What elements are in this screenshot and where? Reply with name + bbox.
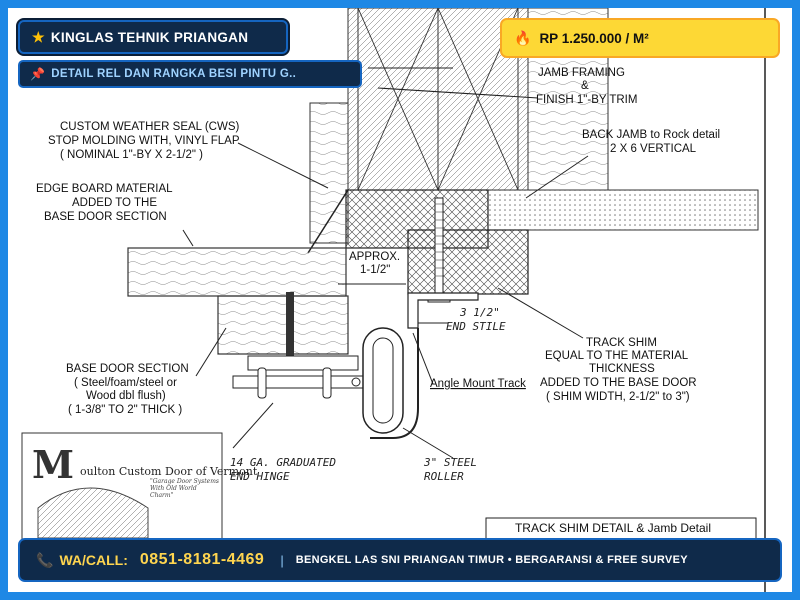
label-shim-3: THICKNESS xyxy=(589,363,655,375)
edge-board xyxy=(127,247,347,297)
jamb-framing xyxy=(347,8,529,191)
label-approx-1: APPROX. xyxy=(349,251,400,263)
detail-title: TRACK SHIM DETAIL & Jamb Detail xyxy=(514,521,712,535)
logo-subtitle: "Garage Door Systems With Old World Char… xyxy=(150,478,219,499)
label-amp: & xyxy=(581,80,589,92)
label-shim-1: TRACK SHIM xyxy=(586,337,657,349)
label-roller-2: ROLLER xyxy=(424,470,464,483)
rock-ledge xyxy=(487,189,759,231)
pin-icon: 📌 xyxy=(30,67,46,81)
weather-seal-trim xyxy=(309,102,349,244)
phone-icon: 📞 xyxy=(36,551,54,568)
label-stile-1: 3 1/2" xyxy=(459,306,500,319)
wa-label: WA/CALL: xyxy=(59,552,128,568)
label-angle-track: Angle Mount Track xyxy=(430,378,526,390)
label-hinge-2: END HINGE xyxy=(230,470,290,483)
label-hinge-1: 14 GA. GRADUATED xyxy=(230,456,336,469)
price-banner: 🔥 RP 1.250.000 / M² xyxy=(500,18,780,58)
label-shim-5: ( SHIM WIDTH, 2-1/2" to 3") xyxy=(546,391,690,403)
label-edge-3: BASE DOOR SECTION xyxy=(44,211,167,223)
price-text: RP 1.250.000 / M² xyxy=(539,30,649,46)
label-cws-2: STOP MOLDING WITH, VINYL FLAP xyxy=(48,135,240,147)
label-approx-2: 1-1/2" xyxy=(360,264,390,276)
title-banner: ★ KINGLAS TEHNIK PRIANGAN xyxy=(18,20,288,54)
logo-title: oulton Custom Door of Vermont xyxy=(80,465,258,478)
steel-roller xyxy=(362,327,404,434)
label-base-3: Wood dbl flush) xyxy=(86,390,166,402)
label-stile-2: END STILE xyxy=(446,320,506,333)
label-shim-4: ADDED TO THE BASE DOOR xyxy=(540,377,697,389)
diagram-frame: M JAMB FRAMING & FINISH 1"-BY TRIM BACK … xyxy=(8,8,792,592)
page-subtitle: DETAIL REL DAN RANGKA BESI PINTU G.. xyxy=(51,68,297,80)
flame-icon: 🔥 xyxy=(514,29,532,46)
door-bolt xyxy=(286,292,294,358)
logo-m-icon: M xyxy=(32,442,74,487)
contact-footer: 📞 WA/CALL: 0851-8181-4469 | BENGKEL LAS … xyxy=(18,538,782,582)
footer-tagline: BENGKEL LAS SNI PRIANGAN TIMUR • BERGARA… xyxy=(295,554,688,566)
label-edge-1: EDGE BOARD MATERIAL xyxy=(36,183,173,195)
end-hinge xyxy=(232,355,364,399)
label-back-jamb-2: 2 X 6 VERTICAL xyxy=(610,143,697,155)
star-icon: ★ xyxy=(32,28,45,45)
angle-mount-track xyxy=(407,292,479,329)
label-cws-1: CUSTOM WEATHER SEAL (CWS) xyxy=(60,121,239,133)
label-base-2: ( Steel/foam/steel or xyxy=(74,377,177,389)
label-shim-2: EQUAL TO THE MATERIAL xyxy=(545,350,689,362)
label-base-1: BASE DOOR SECTION xyxy=(66,363,189,375)
technical-drawing: M JAMB FRAMING & FINISH 1"-BY TRIM BACK … xyxy=(21,8,766,592)
label-jamb-framing: JAMB FRAMING xyxy=(538,67,625,79)
base-door-section xyxy=(217,295,349,355)
page-title: KINGLAS TEHNIK PRIANGAN xyxy=(50,29,249,45)
track-shim-block xyxy=(407,229,529,295)
subtitle-banner: 📌 DETAIL REL DAN RANGKA BESI PINTU G.. xyxy=(18,60,362,88)
label-base-4: ( 1-3/8" TO 2" THICK ) xyxy=(68,404,182,416)
label-back-jamb: BACK JAMB to Rock detail xyxy=(582,129,720,141)
label-edge-2: ADDED TO THE xyxy=(72,197,157,209)
logo-door-icon xyxy=(37,487,149,539)
leader-lines xyxy=(182,67,589,459)
footer-separator: | xyxy=(280,552,284,568)
label-finish-trim: FINISH 1"-BY TRIM xyxy=(536,94,637,106)
label-roller-1: 3" STEEL xyxy=(423,456,477,469)
label-cws-3: ( NOMINAL 1"-BY X 2-1/2" ) xyxy=(60,149,203,161)
wa-number-link[interactable]: 0851-8181-4469 xyxy=(139,551,265,568)
jamb-bolt xyxy=(434,197,444,299)
